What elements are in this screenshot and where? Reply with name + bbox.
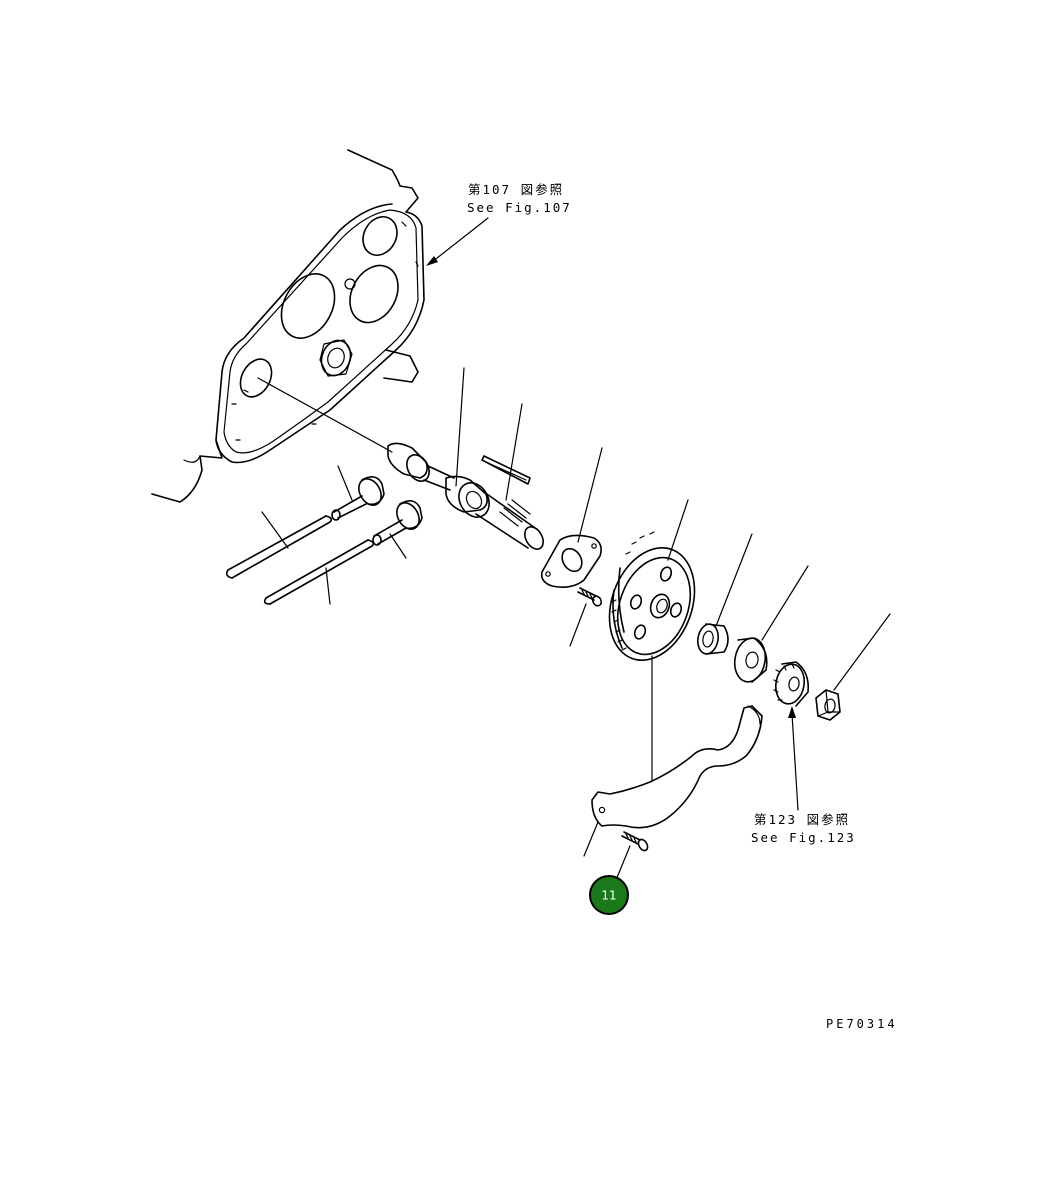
leader-plate-bolt: [569, 603, 587, 647]
leader-idler-gear: [667, 499, 689, 561]
idler-shaft: [257, 377, 544, 550]
leader-nut: [833, 613, 891, 691]
leader-thrust-washer: [761, 565, 809, 641]
key: [481, 455, 531, 485]
leader-pipe-bolt: [615, 845, 631, 881]
tappet-upper: [331, 476, 385, 521]
leader-oil-pipe-flange: [583, 821, 599, 857]
leader-push-rod-lower: [325, 567, 331, 605]
ref-label-top-en: See Fig.107: [467, 200, 572, 215]
leader-tappet-lower: [389, 533, 407, 559]
nut: [815, 689, 841, 721]
ref-arrow-bottom: [788, 706, 799, 811]
leader-bushing: [715, 533, 753, 627]
ref-label-bottom-jp: 第123 図参照: [754, 812, 850, 827]
boss-fitting: [319, 339, 353, 377]
ref-label-top: 第107 図参照 See Fig.107: [467, 182, 572, 215]
leader-push-rod-upper: [261, 511, 289, 549]
gear-case-housing: [151, 149, 425, 503]
callout-circle[interactable]: [589, 875, 629, 915]
leader-key: [505, 403, 523, 501]
bushing: [697, 623, 729, 655]
leader-tappet-upper: [337, 465, 353, 501]
thrust-washer: [733, 637, 768, 683]
push-rod-lower: [263, 539, 375, 605]
push-rod-upper: [225, 515, 333, 579]
thrust-plate: [540, 534, 602, 588]
drawing-code: PE70314: [826, 1017, 898, 1031]
callout-number[interactable]: 11: [601, 889, 616, 903]
pipe-bolt: [621, 831, 649, 852]
ref-arrow-top: [426, 217, 489, 266]
leader-shaft: [455, 367, 465, 487]
leader-thrust-plate: [577, 447, 603, 543]
ref-label-top-jp: 第107 図参照: [468, 182, 564, 197]
drive-gear: [773, 661, 810, 707]
idler-gear: [608, 531, 696, 661]
callout-badge[interactable]: 11: [589, 875, 629, 915]
plate-bolt: [577, 587, 603, 607]
ref-label-bottom-en: See Fig.123: [751, 830, 856, 845]
ref-label-bottom: 第123 図参照 See Fig.123: [751, 812, 856, 845]
oil-pipe: [591, 705, 763, 829]
tappet-lower: [372, 500, 423, 546]
